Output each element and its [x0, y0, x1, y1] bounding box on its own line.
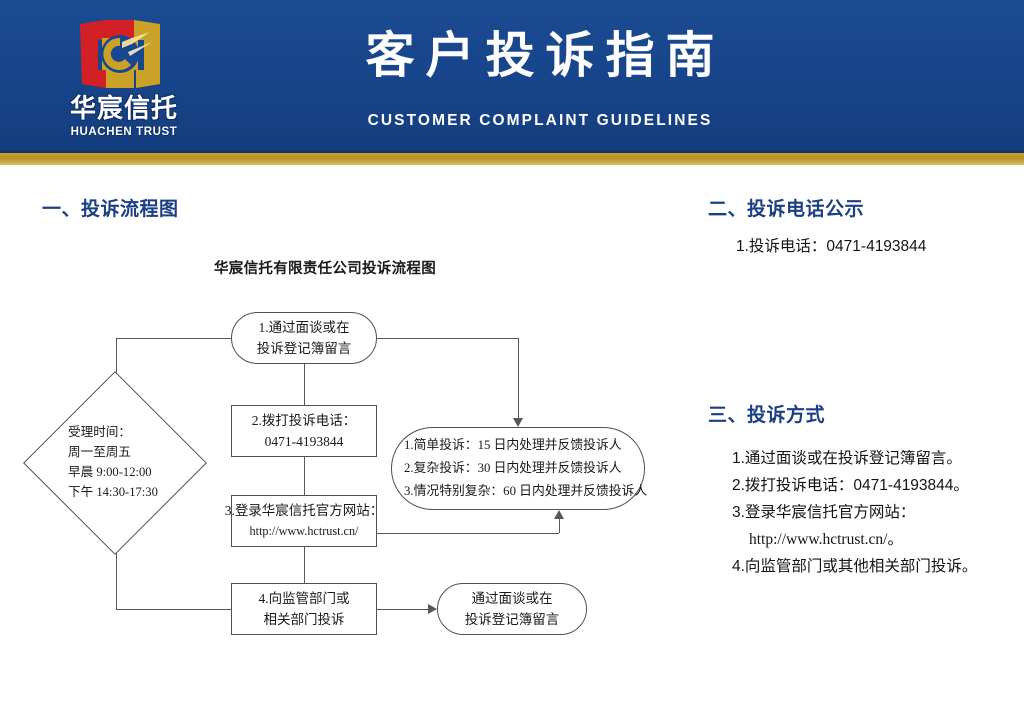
- node-line-2: http://www.hctrust.cn/: [249, 524, 359, 538]
- logo-emblem-icon: [80, 20, 160, 88]
- connector-n1-to-n5-horizontal: [377, 338, 518, 339]
- list-item: 4.向监管部门或其他相关部门投诉。: [732, 558, 978, 575]
- node-line-1: 通过面谈或在: [471, 591, 553, 606]
- flow-node-service-hours: 受理时间： 周一至周五 早晨 9:00-12:00 下午 14:30-17:30: [23, 371, 207, 555]
- arrow-into-n6: [428, 604, 437, 614]
- list-item: 3.登录华宸信托官方网站：: [732, 504, 916, 521]
- list-item: 1.通过面谈或在投诉登记簿留言。: [732, 450, 962, 467]
- connector-n3-to-n5-horizontal: [377, 533, 559, 534]
- connector-n4-to-n6: [377, 609, 429, 610]
- node-line-2: 相关部门投诉: [263, 612, 345, 627]
- list-item: 2.拨打投诉电话：0471-4193844。: [732, 477, 969, 494]
- connector-n3-to-n4: [304, 547, 305, 583]
- node-line-2: 0471-4193844: [264, 434, 344, 449]
- page-subtitle: CUSTOMER COMPLAINT GUIDELINES: [367, 112, 713, 129]
- flow-node-2-call-hotline: 2.拨打投诉电话： 0471-4193844: [231, 405, 377, 457]
- flow-node-4-regulator-complaint: 4.向监管部门或 相关部门投诉: [231, 583, 377, 635]
- flow-node-1-interview-or-register: 1.通过面谈或在 投诉登记簿留言: [231, 312, 377, 364]
- complaint-flowchart: 华宸信托有限责任公司投诉流程图 受理时间： 周一至周五: [0, 240, 690, 670]
- diamond-line-4: 下午 14:30-17:30: [68, 485, 158, 499]
- diamond-line-1: 受理时间：: [68, 425, 131, 439]
- node-line-2: 投诉登记簿留言: [256, 341, 352, 356]
- diamond-line-2: 周一至周五: [68, 445, 131, 459]
- logo-wordmark-en: HUACHEN TRUST: [70, 126, 178, 138]
- connector-n1-to-leftrail: [116, 338, 231, 339]
- connector-n1-to-n2: [304, 364, 305, 405]
- node-line-2: 投诉登记簿留言: [464, 612, 560, 627]
- header-gold-divider: [0, 153, 1024, 165]
- node-line-1: 4.向监管部门或: [258, 591, 350, 606]
- diamond-line-3: 早晨 9:00-12:00: [68, 465, 152, 479]
- connector-n3-to-n5-vertical: [559, 519, 560, 533]
- page-title: 客户投诉指南: [365, 29, 726, 83]
- connector-n1-to-n5-vertical: [518, 338, 519, 418]
- arrow-into-n5-bottom: [554, 510, 564, 519]
- section-heading-methods: 三、投诉方式: [708, 405, 826, 426]
- arrow-into-n5-top: [513, 418, 523, 427]
- connector-n2-to-n3: [304, 457, 305, 495]
- header-edge-line: [0, 150, 1024, 153]
- flow-node-6-interview-or-register: 通过面谈或在 投诉登记簿留言: [437, 583, 587, 635]
- diamond-label: 受理时间： 周一至周五 早晨 9:00-12:00 下午 14:30-17:30: [24, 392, 206, 532]
- header-banner: [0, 0, 1024, 153]
- complaint-methods-list: 1.通过面谈或在投诉登记簿留言。 2.拨打投诉电话：0471-4193844。 …: [732, 445, 977, 580]
- flow-node-5-processing-timeline: 1.简单投诉：15 日内处理并反馈投诉人 2.复杂投诉：30 日内处理并反馈投诉…: [391, 427, 648, 510]
- list-item-url: http://www.hctrust.cn/。: [749, 531, 903, 548]
- node-line-1: 1.通过面谈或在: [258, 320, 350, 335]
- list-item: 1.投诉电话：0471-4193844: [736, 238, 927, 255]
- company-logo: 华宸信托 HUACHEN TRUST: [60, 18, 188, 140]
- section-heading-hotline: 二、投诉电话公示: [708, 199, 865, 220]
- node-line-1: 2.拨打投诉电话：: [251, 413, 357, 428]
- section-heading-flowchart: 一、投诉流程图: [42, 199, 179, 220]
- flow-node-3-official-website: 3.登录华宸信托官方网站： http://www.hctrust.cn/: [225, 495, 383, 547]
- hotline-list: 1.投诉电话：0471-4193844: [736, 233, 926, 260]
- logo-wordmark-zh: 华宸信托: [69, 93, 178, 123]
- node-line-1: 3.登录华宸信托官方网站：: [224, 503, 384, 518]
- node-line-2: 2.复杂投诉：30 日内处理并反馈投诉人: [404, 461, 622, 475]
- node-line-3: 3.情况特别复杂：60 日内处理并反馈投诉人: [404, 484, 648, 498]
- connector-leftrail-to-n4: [116, 609, 231, 610]
- node-line-1: 1.简单投诉：15 日内处理并反馈投诉人: [404, 438, 622, 452]
- flowchart-title: 华宸信托有限责任公司投诉流程图: [214, 261, 436, 277]
